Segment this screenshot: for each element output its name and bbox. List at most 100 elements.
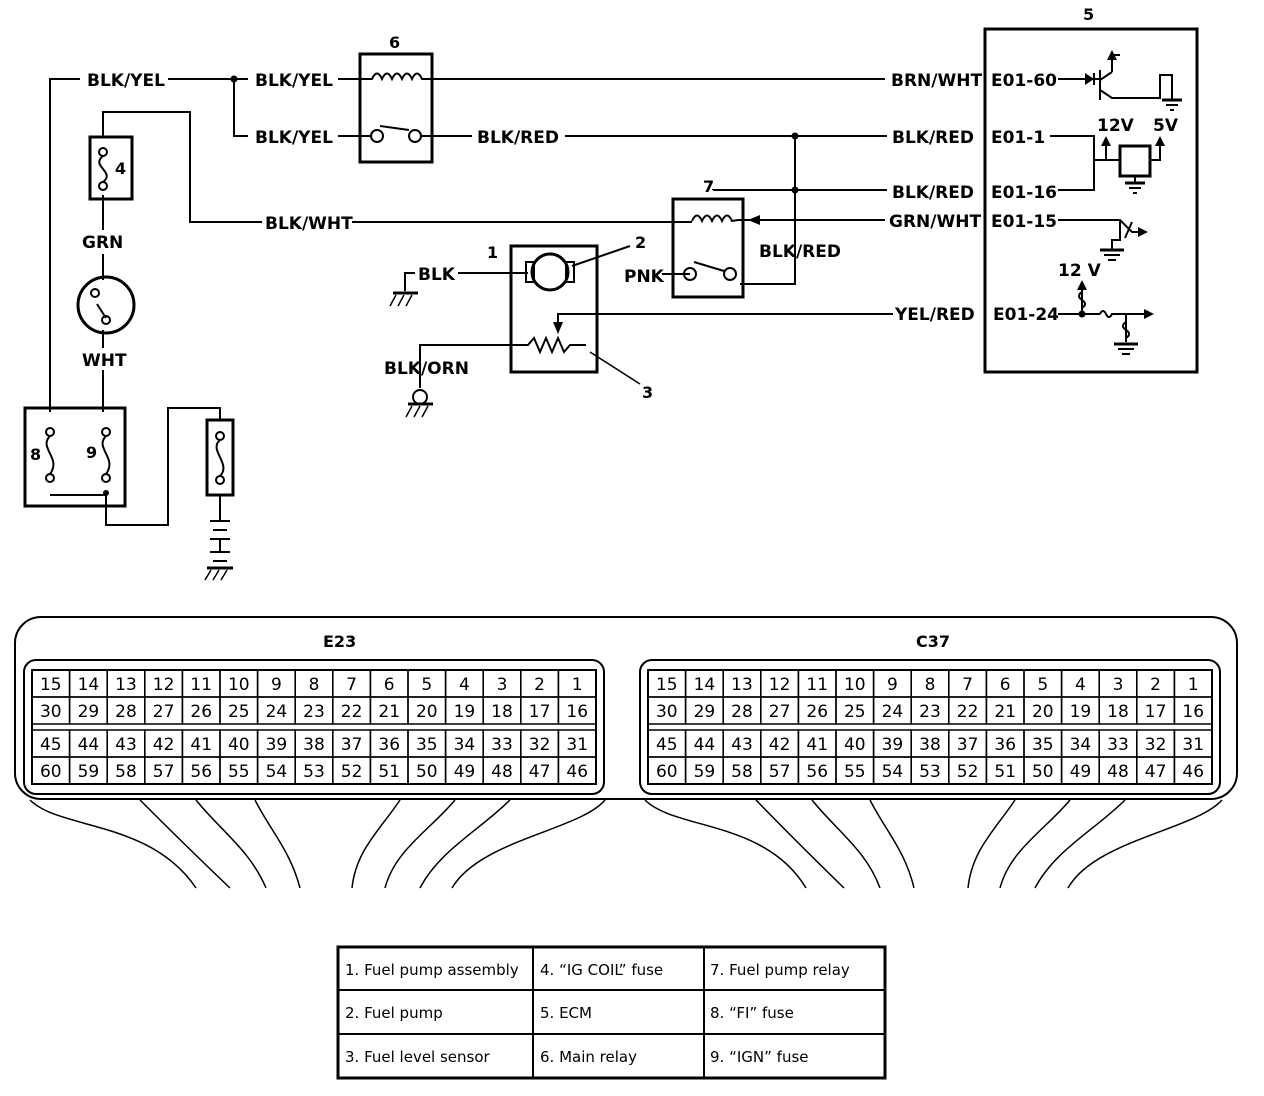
- connector-pin-number: 3: [1113, 675, 1124, 695]
- connector-outline: [639, 659, 1221, 795]
- wire-labels: BLK/YEL BLK/YEL BLK/YEL BLK/RED BRN/WHT …: [82, 71, 982, 379]
- connector-pin-cell: [557, 756, 597, 785]
- connector-pin-number: 51: [994, 762, 1016, 782]
- voltage-label: 12 V: [1058, 261, 1102, 281]
- callout-number: 6: [389, 33, 400, 52]
- connector-pin-number: 21: [994, 702, 1016, 722]
- connector-pin-number: 50: [416, 762, 438, 782]
- connector-pin-number: 32: [1145, 735, 1167, 755]
- connector-pin-number: 60: [40, 762, 62, 782]
- connector-pin-number: 1: [1188, 675, 1199, 695]
- connector-pin-number: 22: [957, 702, 979, 722]
- connector-name: C37: [916, 632, 950, 651]
- connector-pin-number: 10: [228, 675, 250, 695]
- connector-pin-number: 31: [566, 735, 588, 755]
- callout-number: 7: [703, 177, 714, 196]
- connector-pin-number: 28: [115, 702, 137, 722]
- ground-icon: [389, 291, 418, 307]
- connector-pin-number: 26: [190, 702, 212, 722]
- connector-pin-number: 17: [529, 702, 551, 722]
- connector-pin-cell: [1173, 696, 1213, 725]
- connector-pin-number: 3: [497, 675, 508, 695]
- connector-pin-number: 49: [1070, 762, 1092, 782]
- connector-pin-number: 13: [115, 675, 137, 695]
- connector-pin-number: 5: [421, 675, 432, 695]
- connector-pin-number: 37: [957, 735, 979, 755]
- connector-pin-number: 6: [1000, 675, 1011, 695]
- connector-pin-number: 34: [454, 735, 476, 755]
- connector-pin-number: 40: [228, 735, 250, 755]
- ground-icon: [405, 389, 433, 418]
- connector-pin-number: 60: [656, 762, 678, 782]
- connector-pin-number: 54: [882, 762, 904, 782]
- wire-label: GRN/WHT: [889, 212, 981, 232]
- connector-pin-number: 30: [656, 702, 678, 722]
- connector-pin-number: 52: [957, 762, 979, 782]
- connector-pin-number: 42: [769, 735, 791, 755]
- connector-pin-number: 9: [887, 675, 898, 695]
- connector-pin-number: 38: [919, 735, 941, 755]
- connector-pin-number: 42: [153, 735, 175, 755]
- connector-pin-number: 4: [1075, 675, 1086, 695]
- connector-pin-number: 51: [378, 762, 400, 782]
- ignition-switch: [76, 275, 136, 335]
- connector-pin-number: 27: [153, 702, 175, 722]
- legend-table: 1. Fuel pump assembly 4. “IG COIL” fuse …: [336, 945, 887, 1080]
- legend-cell: 5. ECM: [540, 1004, 592, 1022]
- connector-pin-number: 27: [769, 702, 791, 722]
- terminal-label: E01-60: [991, 71, 1057, 91]
- legend-cell: 8. “FI” fuse: [710, 1004, 794, 1022]
- callout-number: 8: [30, 445, 41, 464]
- terminal-label: E01-1: [991, 128, 1045, 148]
- connector-pin-number: 11: [190, 675, 212, 695]
- connector-pin-cell: [557, 696, 597, 725]
- legend-cell: 9. “IGN” fuse: [710, 1048, 809, 1066]
- legend-cell: 3. Fuel level sensor: [345, 1048, 491, 1066]
- connector-pin-number: 54: [266, 762, 288, 782]
- connector-pin-number: 2: [1150, 675, 1161, 695]
- connector-pin-number: 35: [416, 735, 438, 755]
- wire-label: BLK/YEL: [255, 128, 333, 148]
- connector-pin-number: 41: [190, 735, 212, 755]
- connector-pin-number: 23: [919, 702, 941, 722]
- connector-pin-number: 29: [694, 702, 716, 722]
- fuel-pump-relay: [671, 197, 745, 299]
- connector-pin-number: 29: [78, 702, 100, 722]
- legend-cell: 2. Fuel pump: [345, 1004, 443, 1022]
- fuel-level-sensor-icon: [511, 335, 586, 355]
- connector-pin-number: 28: [731, 702, 753, 722]
- connector-pin-number: 49: [454, 762, 476, 782]
- connector-pin-number: 24: [882, 702, 904, 722]
- connector-pin-number: 13: [731, 675, 753, 695]
- legend-cell: 4. “IG COIL” fuse: [540, 961, 663, 979]
- callout-number: 9: [86, 443, 97, 462]
- connector-pin-cell: [1173, 756, 1213, 785]
- connector-pin-number: 56: [806, 762, 828, 782]
- ecm-terminals: E01-60 E01-1 E01-16 E01-15 E01-24 12V 5V…: [991, 71, 1179, 325]
- connector-pin-number: 8: [925, 675, 936, 695]
- connector-pin-number: 35: [1032, 735, 1054, 755]
- connector-pin-number: 15: [40, 675, 62, 695]
- callout-number: 4: [115, 159, 126, 178]
- connector-pin-number: 53: [303, 762, 325, 782]
- connector-pin-number: 6: [384, 675, 395, 695]
- connector-pin-number: 36: [994, 735, 1016, 755]
- wires: [49, 75, 893, 526]
- connector-pin-number: 20: [416, 702, 438, 722]
- wire-label: BLK/WHT: [265, 214, 353, 234]
- connector-pin-number: 10: [844, 675, 866, 695]
- connector-pin-number: 32: [529, 735, 551, 755]
- ecm: [983, 27, 1199, 374]
- connector-pin-number: 2: [534, 675, 545, 695]
- connector-pin-number: 30: [40, 702, 62, 722]
- connector-pin-number: 4: [459, 675, 470, 695]
- connector-pin-number: 58: [115, 762, 137, 782]
- connector-pin-number: 21: [378, 702, 400, 722]
- connector-pin-number: 44: [694, 735, 716, 755]
- connector-pin-number: 39: [882, 735, 904, 755]
- connector-pin-number: 19: [1070, 702, 1092, 722]
- connector-pin-number: 33: [1107, 735, 1129, 755]
